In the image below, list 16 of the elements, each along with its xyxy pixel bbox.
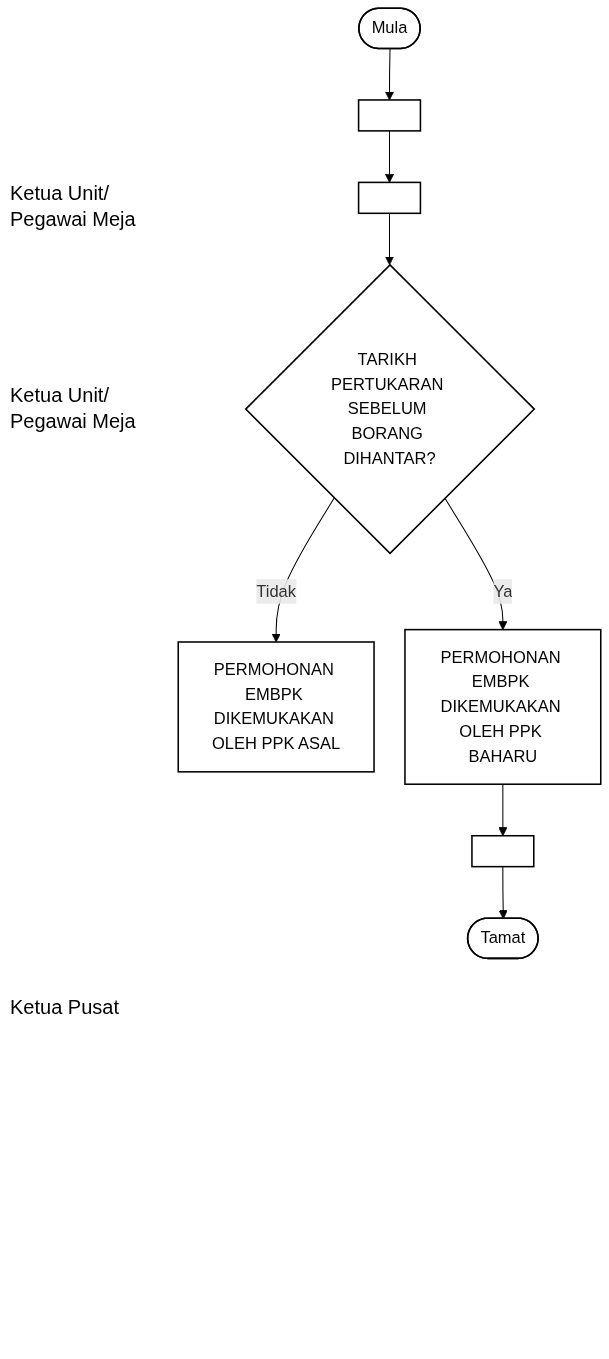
node-box <box>471 834 535 868</box>
node-diamond: TARIKH PERTUKARAN SEBELUM BORANG DIHANTAR? <box>244 263 536 555</box>
edge-label: Tidak <box>256 582 296 600</box>
role-label: Ketua Pusat <box>10 995 120 1020</box>
role-label: Ketua Unit/ Pegawai Meja <box>10 181 137 232</box>
arrow <box>384 212 395 266</box>
role-label: Ketua Unit/ Pegawai Meja <box>10 383 137 434</box>
arrow <box>498 866 508 920</box>
arrow <box>384 130 395 183</box>
node-box <box>357 181 422 215</box>
node-box <box>357 99 422 132</box>
arrow <box>384 48 395 101</box>
node-box: PERMOHONAN EMBPK DIKEMUKAKAN OLEH PPK ASAL <box>177 641 375 773</box>
arrow <box>498 783 508 837</box>
node-box: PERMOHONAN EMBPK DIKEMUKAKAN OLEH PPK BAHARU <box>404 628 602 785</box>
edge-label: Ya <box>493 582 513 600</box>
